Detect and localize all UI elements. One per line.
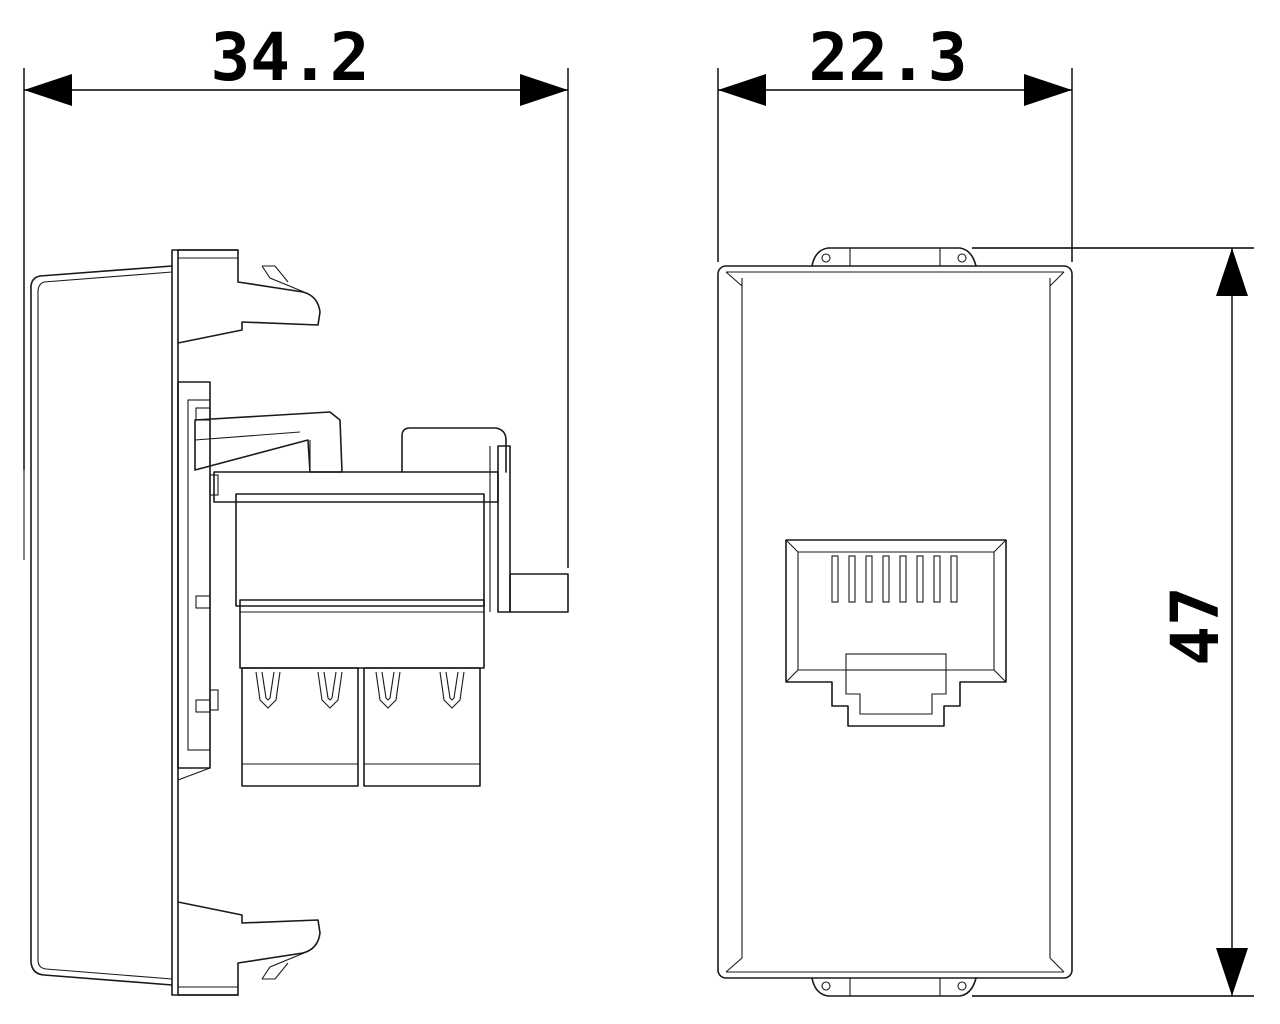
front-faceplate: [717, 265, 1073, 979]
side-bezel: [30, 265, 173, 986]
rj45-port-inner: [797, 551, 995, 715]
side-idc-contacts: [255, 671, 465, 709]
depth-label: 34.2: [211, 19, 370, 96]
dimension-height: 47: [972, 247, 1254, 997]
dimension-depth: 34.2: [23, 19, 569, 568]
side-lower-clip: [177, 901, 321, 996]
dimension-arrow-left: [24, 74, 72, 106]
width-label: 22.3: [809, 19, 968, 96]
side-bezel-inner: [37, 271, 173, 980]
height-label: 47: [1157, 586, 1234, 665]
rj45-contacts: [831, 555, 958, 603]
dimension-arrow-up: [1216, 248, 1248, 296]
dimension-width: 22.3: [717, 19, 1073, 262]
side-latch: [194, 411, 343, 473]
side-upper-clip: [177, 249, 321, 344]
side-rear-tab: [509, 573, 569, 613]
dimension-arrow-left: [718, 74, 766, 106]
dimension-arrow-right: [520, 74, 568, 106]
side-frame-plate: [171, 249, 179, 996]
dimension-arrow-down: [1216, 948, 1248, 996]
dimension-arrow-right: [1024, 74, 1072, 106]
side-terminal-block: [239, 599, 485, 669]
side-view: [23, 249, 569, 996]
rj45-port: [785, 539, 1007, 727]
side-jack-body: [213, 471, 499, 503]
front-view: [717, 247, 1073, 997]
